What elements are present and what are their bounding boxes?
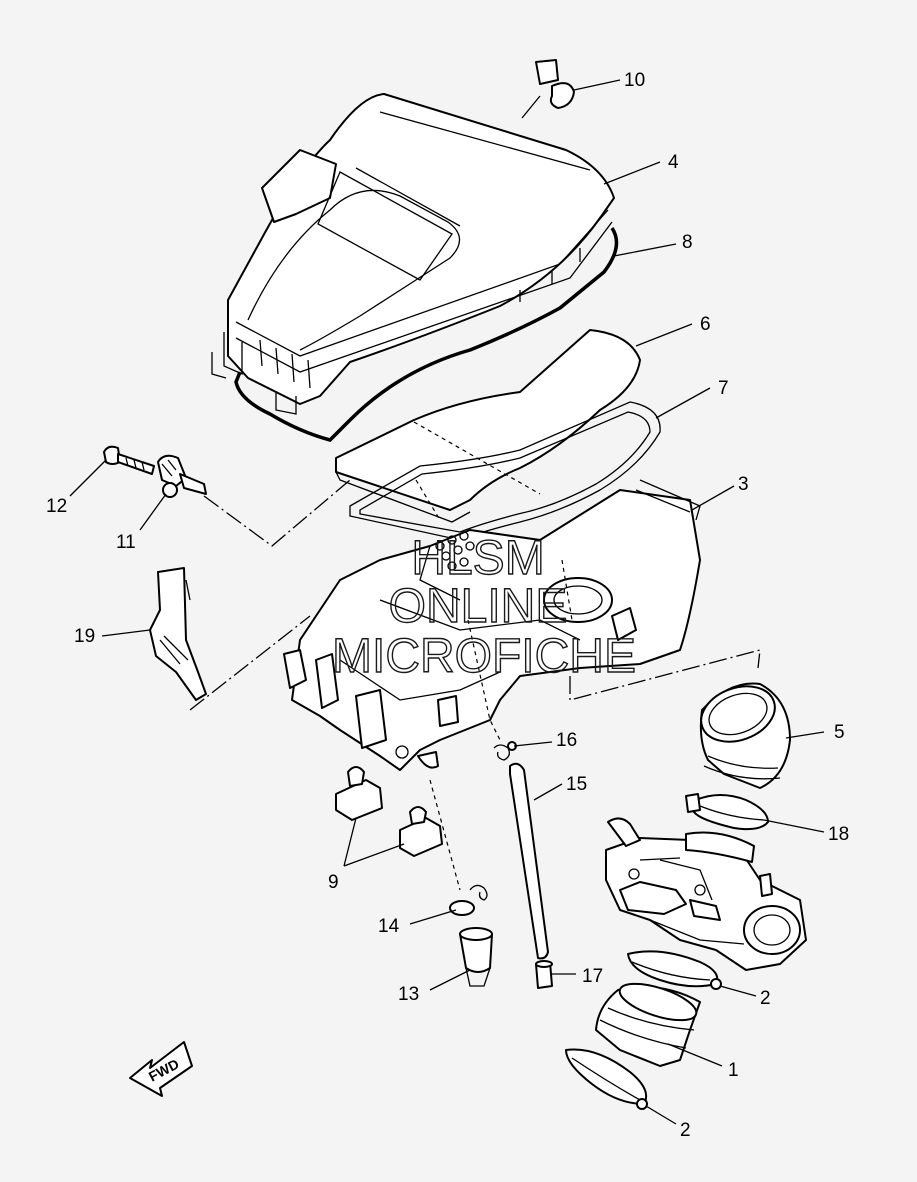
watermark-line2: ONLINE [389,580,568,633]
callout-14: 14 [378,916,400,937]
watermark-line1: HLSM [411,532,544,585]
part-12-bolt [103,445,155,475]
callout-10: 10 [624,70,645,91]
callout-9: 9 [328,872,339,893]
throttle-body [605,817,807,971]
assembly-lines [189,479,761,891]
part-13-drain-cap [459,927,493,987]
callout-13: 13 [398,984,419,1005]
callout-4: 4 [668,152,679,173]
callout-2-upper: 2 [760,988,771,1009]
part-18-clamp [685,793,769,831]
part-5-joint [699,682,791,789]
part-3-filter-case [283,479,701,771]
callout-8: 8 [682,232,693,253]
air-vent-holes [435,531,475,571]
leader-lines [69,79,825,1125]
part-9-dampers [335,766,443,857]
part-4-case-cover [211,93,615,415]
part-19-bracket [149,567,207,701]
part-6-filter-element [335,329,641,523]
part-2-clamp-lower [565,1048,648,1110]
callout-2-lower: 2 [680,1120,691,1141]
part-2-clamp-upper [627,950,722,990]
callout-7: 7 [718,378,729,399]
callout-16: 16 [556,730,577,751]
part-16-clip [493,741,517,761]
callout-5: 5 [834,722,845,743]
watermark-line3: MICROFICHE [332,630,636,683]
callout-17: 17 [582,966,603,987]
part-11-fitting [157,454,207,498]
part-14-clip [449,884,488,916]
watermark: HLSM ONLINE MICROFICHE [331,531,636,683]
part-15-hose [509,762,549,960]
callout-11: 11 [116,532,136,553]
part-10-decal [521,59,575,119]
callout-12: 12 [46,496,67,517]
callout-3: 3 [738,474,749,495]
callout-19: 19 [74,626,95,647]
callout-1: 1 [728,1060,739,1081]
part-1-manifold [595,982,701,1067]
callout-18: 18 [828,824,849,845]
callouts: 10 4 8 6 7 3 12 11 19 5 16 15 18 9 14 17… [46,70,849,1141]
callout-15: 15 [566,774,587,795]
fwd-arrow: FWD [129,1041,193,1097]
part-17-fitting [535,960,553,989]
part-8-seal [234,227,619,442]
part-7-gasket [349,401,661,541]
callout-6: 6 [700,314,711,335]
